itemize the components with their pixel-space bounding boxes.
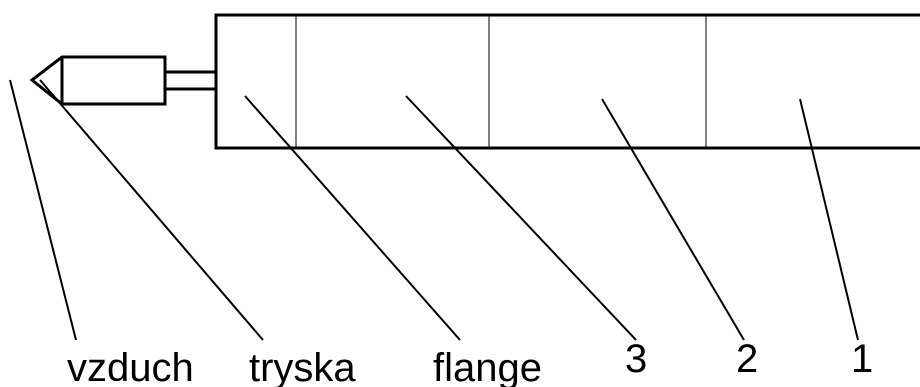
leader-zone3 <box>405 95 637 341</box>
leader-zone1 <box>799 98 859 341</box>
label-zone-1: 1 <box>851 337 873 381</box>
leader-flange <box>244 95 461 341</box>
labels: vzduch tryska flange 3 2 1 <box>67 337 873 387</box>
nozzle-stem <box>163 70 218 91</box>
label-flange: flange <box>433 346 542 387</box>
nozzle <box>29 55 218 106</box>
nozzle-body <box>29 55 167 106</box>
leader-lines <box>9 79 859 341</box>
chamber <box>214 13 920 150</box>
label-tryska: tryska <box>249 346 356 387</box>
label-vzduch: vzduch <box>67 346 194 387</box>
label-zone-2: 2 <box>736 337 758 381</box>
leader-vzduch <box>9 79 77 341</box>
leader-tryska <box>39 79 264 341</box>
zone-dividers <box>295 15 707 148</box>
leader-zone2 <box>601 98 745 341</box>
chamber-outline <box>214 13 920 150</box>
label-zone-3: 3 <box>625 337 647 381</box>
